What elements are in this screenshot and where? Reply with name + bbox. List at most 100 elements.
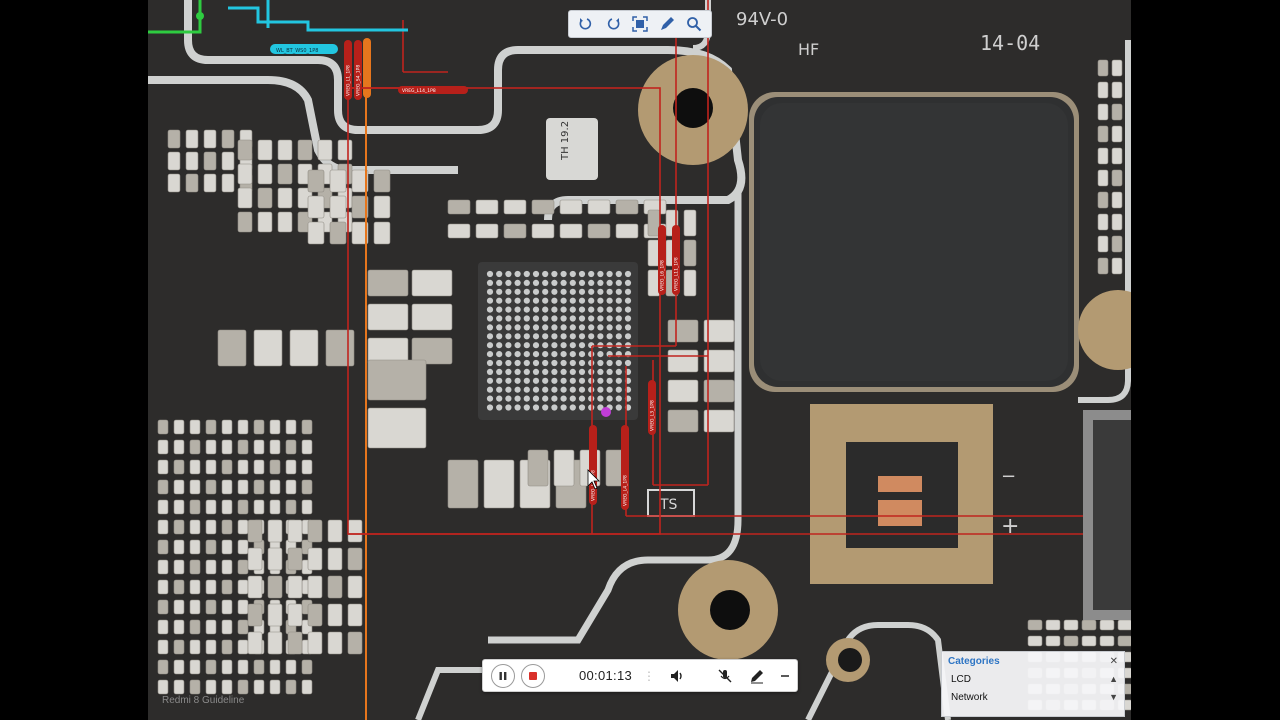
- category-item-network[interactable]: Network ▼: [942, 688, 1124, 706]
- bga-ball: [560, 306, 567, 313]
- smd-part: [157, 459, 169, 475]
- smd-part: [587, 223, 611, 239]
- smd-part: [173, 539, 185, 555]
- category-item-lcd[interactable]: LCD ▲: [942, 670, 1124, 688]
- smd-part: [247, 547, 263, 571]
- pen-tool-button[interactable]: [656, 13, 678, 35]
- smd-part: [205, 679, 217, 695]
- stop-button[interactable]: [521, 663, 545, 688]
- pcb-image[interactable]: TH 19.2 94V-0 HF 14-04 − + TS: [148, 0, 1131, 720]
- smd-part: [1097, 125, 1109, 143]
- bga-ball: [486, 386, 494, 393]
- close-icon[interactable]: ✕: [1109, 655, 1118, 667]
- bga-ball: [624, 333, 632, 340]
- net-label-text: VREG_L3_1P8: [650, 400, 656, 431]
- bga-ball: [514, 377, 521, 384]
- smd-part: [221, 499, 233, 515]
- bga-ball: [496, 324, 503, 331]
- smd-part: [205, 439, 217, 455]
- search-button[interactable]: [683, 13, 705, 35]
- bga-ball: [496, 270, 503, 278]
- smd-part: [253, 439, 265, 455]
- bga-ball: [496, 279, 503, 286]
- smd-part: [1111, 235, 1123, 253]
- board-viewer[interactable]: TH 19.2 94V-0 HF 14-04 − + TS: [148, 0, 1131, 720]
- bga-ball: [514, 315, 521, 322]
- smd-part: [237, 211, 253, 233]
- smd-part: [269, 439, 281, 455]
- bga-ball: [542, 342, 549, 349]
- smd-part: [247, 603, 263, 627]
- smd-part: [237, 419, 249, 435]
- rotate-left-button[interactable]: [575, 13, 597, 35]
- bga-ball: [523, 386, 530, 393]
- scroll-down-icon[interactable]: ▼: [1109, 692, 1118, 702]
- mic-button[interactable]: [714, 665, 736, 687]
- smd-part: [221, 151, 235, 171]
- rotate-right-button[interactable]: [602, 13, 624, 35]
- screen-recorder-bar: 00:01:13 ⋮: [482, 659, 798, 692]
- smd-part: [373, 169, 391, 193]
- scroll-up-icon[interactable]: ▲: [1109, 674, 1118, 684]
- smd-part: [173, 499, 185, 515]
- net-label: VREG_L4_1P8: [621, 425, 629, 510]
- smd-part: [237, 639, 249, 655]
- bga-ball: [496, 395, 503, 402]
- bga-ball: [532, 270, 540, 278]
- bga-ball: [514, 324, 521, 331]
- bga-ball: [542, 359, 549, 367]
- mouse-cursor: [587, 469, 600, 490]
- bga-ball: [496, 351, 503, 358]
- net-label-text: VREG_L11_1P8: [674, 257, 680, 291]
- bga-ball: [551, 279, 558, 286]
- smd-part: [287, 519, 303, 543]
- bga-ball: [560, 404, 567, 411]
- bga-ball: [597, 324, 604, 331]
- bga-ball: [560, 377, 567, 384]
- smd-part: [203, 129, 217, 149]
- smd-part: [253, 419, 265, 435]
- bga-ball: [505, 279, 512, 286]
- minimize-button[interactable]: [774, 665, 796, 687]
- bga-ball: [615, 368, 622, 375]
- net-label: VREG_L6_1P8: [658, 225, 666, 295]
- bga-ball: [615, 359, 622, 367]
- smd-part: [301, 439, 313, 455]
- bga-ball: [569, 359, 576, 367]
- smd-part: [285, 679, 297, 695]
- smd-part: [1099, 635, 1115, 647]
- smd-part: [157, 679, 169, 695]
- bga-ball: [560, 270, 567, 278]
- bga-ball: [551, 351, 558, 358]
- smd-part: [1111, 213, 1123, 231]
- bga-ball: [606, 324, 613, 331]
- bga-ball: [496, 288, 503, 295]
- fit-screen-button[interactable]: [629, 13, 651, 35]
- annotate-button[interactable]: [746, 665, 768, 687]
- bga-ball: [588, 324, 595, 331]
- categories-panel: Categories ✕ LCD ▲ Network ▼: [941, 651, 1125, 717]
- smd-part: [1045, 635, 1061, 647]
- bga-ball: [505, 306, 512, 313]
- bga-ball: [606, 297, 613, 304]
- smd-part: [1097, 213, 1109, 231]
- smd-part: [173, 599, 185, 615]
- bga-ball: [486, 270, 494, 278]
- rating-text: 94V-0: [736, 9, 788, 30]
- smd-part: [667, 349, 699, 373]
- net-label: VREG_L2_1P8: [589, 425, 597, 505]
- bga-ball: [514, 288, 521, 295]
- smd-part: [173, 559, 185, 575]
- smd-part: [173, 479, 185, 495]
- smd-part: [667, 319, 699, 343]
- volume-button[interactable]: [666, 665, 688, 687]
- bga-ball: [588, 279, 595, 286]
- bga-ball: [569, 342, 576, 349]
- smd-part: [1097, 59, 1109, 77]
- smd-part: [285, 439, 297, 455]
- smd-part: [1097, 169, 1109, 187]
- smd-part: [1097, 235, 1109, 253]
- bga-ball: [569, 297, 576, 304]
- pause-button[interactable]: [491, 663, 515, 688]
- date-code-text: 14-04: [980, 31, 1040, 55]
